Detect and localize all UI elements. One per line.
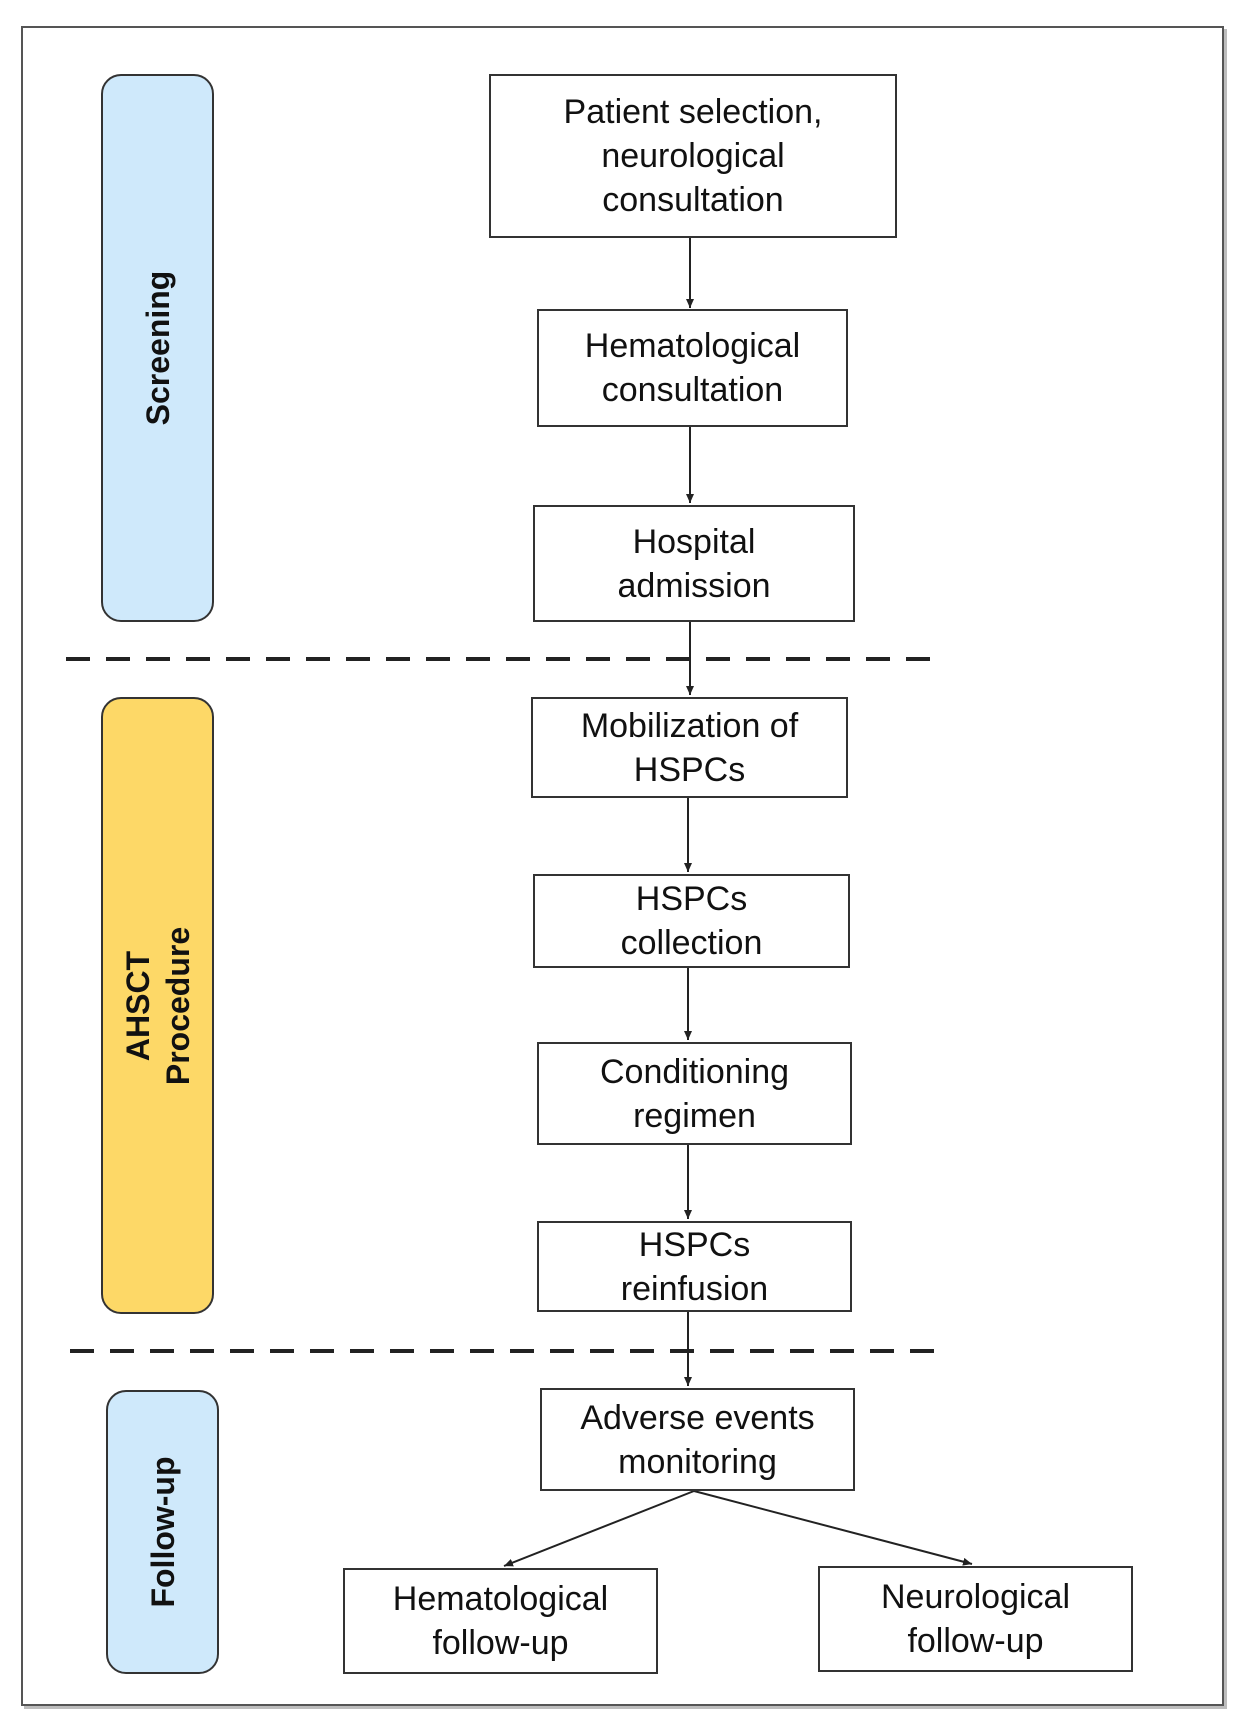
- step-adverse-events-monitoring: Adverse events monitoring: [540, 1388, 855, 1491]
- phase-screening-label: Screening: [138, 271, 178, 426]
- step-text-line: HSPCs: [633, 750, 746, 789]
- phase-ahsct-procedure-label: AHSCT Procedure: [118, 926, 198, 1084]
- phase-ahsct-procedure: AHSCT Procedure: [101, 697, 214, 1314]
- step-text-line: consultation: [601, 371, 784, 409]
- arrow-adverse-events-to-neurological-followup: [693, 1490, 973, 1566]
- step-hspcs-reinfusion: HSPCs reinfusion: [537, 1221, 852, 1312]
- step-hospital-admission: Hospital admission: [533, 505, 855, 622]
- phase-label-line: AHSCT: [119, 950, 156, 1061]
- phase-label-line: Procedure: [159, 926, 196, 1085]
- step-text-line: HSPCs: [635, 880, 748, 918]
- step-neurological-follow-up: Neurological follow-up: [818, 1566, 1133, 1672]
- step-text-line: follow-up: [907, 1622, 1044, 1660]
- step-text-line: consultation: [602, 181, 784, 219]
- step-hspcs-collection: HSPCs collection: [533, 874, 850, 968]
- step-text-line: Patient selection,: [563, 93, 823, 131]
- step-text-line: follow-up: [432, 1624, 569, 1662]
- step-text-line: reinfusion: [620, 1269, 769, 1308]
- phase-label-line: Follow-up: [144, 1456, 181, 1608]
- step-text-line: Neurological: [881, 1578, 1070, 1616]
- step-text-line: Adverse events: [580, 1398, 815, 1437]
- step-text-line: neurological: [601, 137, 785, 175]
- step-patient-selection: Patient selection, neurological consulta…: [489, 74, 897, 238]
- step-text-line: HSPCs: [638, 1225, 751, 1264]
- step-text-line: Hospital: [632, 522, 756, 561]
- figure-frame: [21, 26, 1224, 1706]
- phase-follow-up: Follow-up: [106, 1390, 219, 1674]
- step-hematological-consultation: Hematological consultation: [537, 309, 848, 427]
- step-mobilization-of-hspcs: Mobilization of HSPCs: [531, 697, 848, 798]
- step-hematological-follow-up: Hematological follow-up: [343, 1568, 658, 1674]
- step-text-line: regimen: [633, 1096, 756, 1135]
- step-text-line: Mobilization of: [580, 706, 799, 745]
- step-text-line: monitoring: [618, 1442, 777, 1481]
- phase-label-line: Screening: [139, 270, 176, 426]
- phase-follow-up-label: Follow-up: [143, 1456, 183, 1607]
- step-text-line: Hematological: [392, 1580, 609, 1618]
- phase-screening: Screening: [101, 74, 214, 622]
- arrow-adverse-events-to-hematological-followup: [503, 1490, 695, 1567]
- step-text-line: Hematological: [584, 327, 801, 365]
- step-text-line: collection: [620, 924, 763, 962]
- step-conditioning-regimen: Conditioning regimen: [537, 1042, 852, 1145]
- step-text-line: Conditioning: [599, 1052, 790, 1091]
- step-text-line: admission: [617, 566, 771, 605]
